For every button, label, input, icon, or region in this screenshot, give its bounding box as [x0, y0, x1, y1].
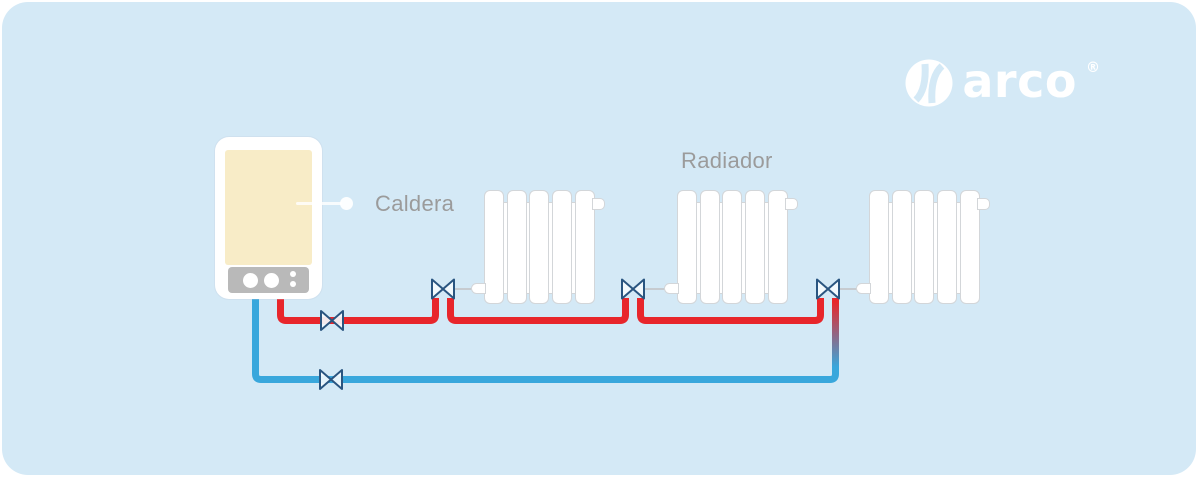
radiator-fin: [960, 190, 980, 304]
radiator-fin: [700, 190, 720, 304]
radiator-fin: [914, 190, 934, 304]
registered-mark: ®: [1086, 60, 1100, 76]
supply-pipe-radiator2-to-radiator3: [637, 298, 824, 324]
radiator-fin: [484, 190, 504, 304]
radiator-vent-nub: [977, 198, 990, 210]
radiador-label: Radiador: [681, 148, 773, 173]
boiler-knob: [264, 272, 279, 288]
boiler-indicator-dot: [290, 271, 296, 277]
return-transition-pipe: [829, 298, 839, 383]
radiator-fin: [768, 190, 788, 304]
caldera-label: Caldera: [375, 191, 455, 216]
radiator-1: [471, 190, 605, 304]
boiler-control-panel: [228, 267, 309, 293]
radiator-fin: [552, 190, 572, 304]
radiator-inlet-stub: [856, 283, 871, 294]
radiator-fin: [529, 190, 549, 304]
boiler-knob: [243, 272, 258, 288]
caldera-leader-dot: [340, 197, 353, 210]
return-line-valve-icon: [319, 369, 343, 390]
supply-line-valve-icon: [320, 310, 344, 331]
radiator-vent-nub: [785, 198, 798, 210]
radiator-inlet-stub: [471, 283, 486, 294]
return-pipe: [252, 290, 830, 383]
boiler: [215, 137, 322, 299]
caldera-leader-line: [296, 202, 342, 205]
radiator-fin: [575, 190, 595, 304]
radiator-fin: [745, 190, 765, 304]
arco-logo: arco ®: [905, 54, 1100, 108]
radiator-fin: [722, 190, 742, 304]
radiator-3: [856, 190, 990, 304]
radiator3-valve-icon: [816, 278, 840, 300]
radiator-fin: [507, 190, 527, 304]
arco-logo-icon: [905, 59, 953, 107]
supply-pipe-boiler-to-radiator1: [277, 290, 439, 324]
radiator-2: [664, 190, 798, 304]
radiator1-valve-icon: [431, 278, 455, 300]
radiator-fin: [892, 190, 912, 304]
radiator-fin: [937, 190, 957, 304]
card-background: arco ®: [2, 2, 1196, 475]
radiator-fin: [677, 190, 697, 304]
supply-pipe-radiator1-to-radiator2: [447, 298, 629, 324]
boiler-screen: [225, 150, 312, 265]
radiator-fin: [869, 190, 889, 304]
radiator2-valve-icon: [621, 278, 645, 300]
brand-text: arco: [962, 54, 1077, 108]
radiator-vent-nub: [592, 198, 605, 210]
radiator-inlet-stub: [664, 283, 679, 294]
boiler-indicator-dot: [290, 281, 296, 287]
